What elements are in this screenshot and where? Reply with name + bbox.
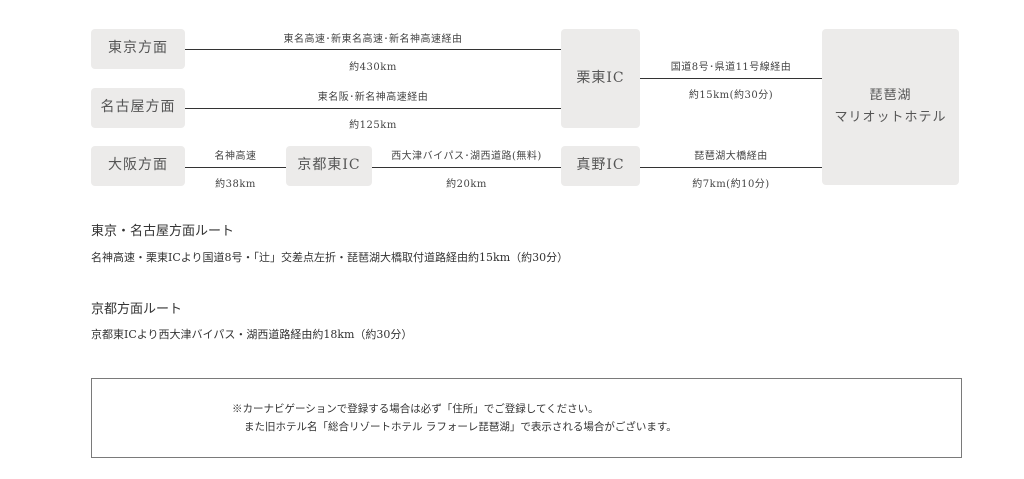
edge-line-ritto-hotel bbox=[640, 78, 822, 79]
node-tokyo-label: 東京方面 bbox=[108, 40, 168, 57]
edge-route-mano-hotel: 琵琶湖大橋経由 bbox=[694, 151, 768, 162]
node-osaka: 大阪方面 bbox=[91, 146, 185, 186]
route-title-kyoto: 京都方面ルート bbox=[91, 302, 183, 317]
notice-line-2: また旧ホテル名「総合リゾートホテル ラフォーレ琵琶湖」で表示される場合がございま… bbox=[244, 421, 677, 433]
edge-line-kyoto-mano bbox=[372, 167, 561, 168]
edge-route-nagoya-ritto: 東名阪･新名神高速経由 bbox=[317, 92, 429, 103]
node-kyoto-higashi-ic: 京都東IC bbox=[286, 146, 372, 186]
edge-distance-osaka-kyoto: 約38km bbox=[215, 179, 256, 190]
node-kyoto-higashi-ic-label: 京都東IC bbox=[297, 157, 361, 174]
node-ritto-ic: 栗東IC bbox=[561, 29, 640, 128]
node-hotel-name-line2: マリオットホテル bbox=[834, 110, 947, 125]
edge-route-osaka-kyoto: 名神高速 bbox=[214, 151, 257, 162]
edge-distance-ritto-hotel: 約15km(約30分) bbox=[688, 90, 774, 101]
route-desc-kyoto: 京都東ICより西大津バイパス・湖西道路経由約18km（約30分） bbox=[91, 328, 413, 341]
edge-distance-kyoto-mano: 約20km bbox=[446, 179, 487, 190]
edge-line-osaka-kyoto bbox=[185, 167, 286, 168]
edge-distance-mano-hotel: 約7km(約10分) bbox=[692, 179, 770, 190]
car-navigation-notice: ※カーナビゲーションで登録する場合は必ず「住所」でご登録してください。 また旧ホ… bbox=[91, 378, 962, 458]
node-nagoya-label: 名古屋方面 bbox=[100, 99, 176, 116]
route-desc-tokyo-nagoya: 名神高速・栗東ICより国道8号・「辻」交差点左折・琵琶湖大橋取付道路経由約15k… bbox=[91, 251, 569, 264]
edge-distance-tokyo-ritto: 約430km bbox=[349, 62, 397, 73]
edge-route-kyoto-mano: 西大津バイパス･湖西道路(無料) bbox=[391, 151, 542, 162]
node-tokyo: 東京方面 bbox=[91, 29, 185, 69]
edge-route-ritto-hotel: 国道8号･県道11号線経由 bbox=[670, 62, 792, 73]
node-mano-ic: 真野IC bbox=[561, 146, 640, 186]
edge-distance-nagoya-ritto: 約125km bbox=[349, 120, 397, 131]
route-title-tokyo-nagoya: 東京・名古屋方面ルート bbox=[91, 224, 235, 239]
node-ritto-ic-label: 栗東IC bbox=[576, 69, 625, 86]
edge-line-mano-hotel bbox=[640, 167, 822, 168]
node-mano-ic-label: 真野IC bbox=[576, 157, 625, 174]
node-nagoya: 名古屋方面 bbox=[91, 88, 185, 128]
notice-line-1: ※カーナビゲーションで登録する場合は必ず「住所」でご登録してください。 bbox=[232, 403, 599, 415]
node-osaka-label: 大阪方面 bbox=[108, 157, 168, 174]
node-hotel-name-line1: 琵琶湖 bbox=[869, 87, 912, 103]
edge-line-tokyo-ritto bbox=[185, 49, 561, 50]
node-hotel: 琵琶湖 マリオットホテル bbox=[822, 29, 959, 185]
edge-route-tokyo-ritto: 東名高速･新東名高速･新名神高速経由 bbox=[283, 34, 463, 45]
edge-line-nagoya-ritto bbox=[185, 108, 561, 109]
